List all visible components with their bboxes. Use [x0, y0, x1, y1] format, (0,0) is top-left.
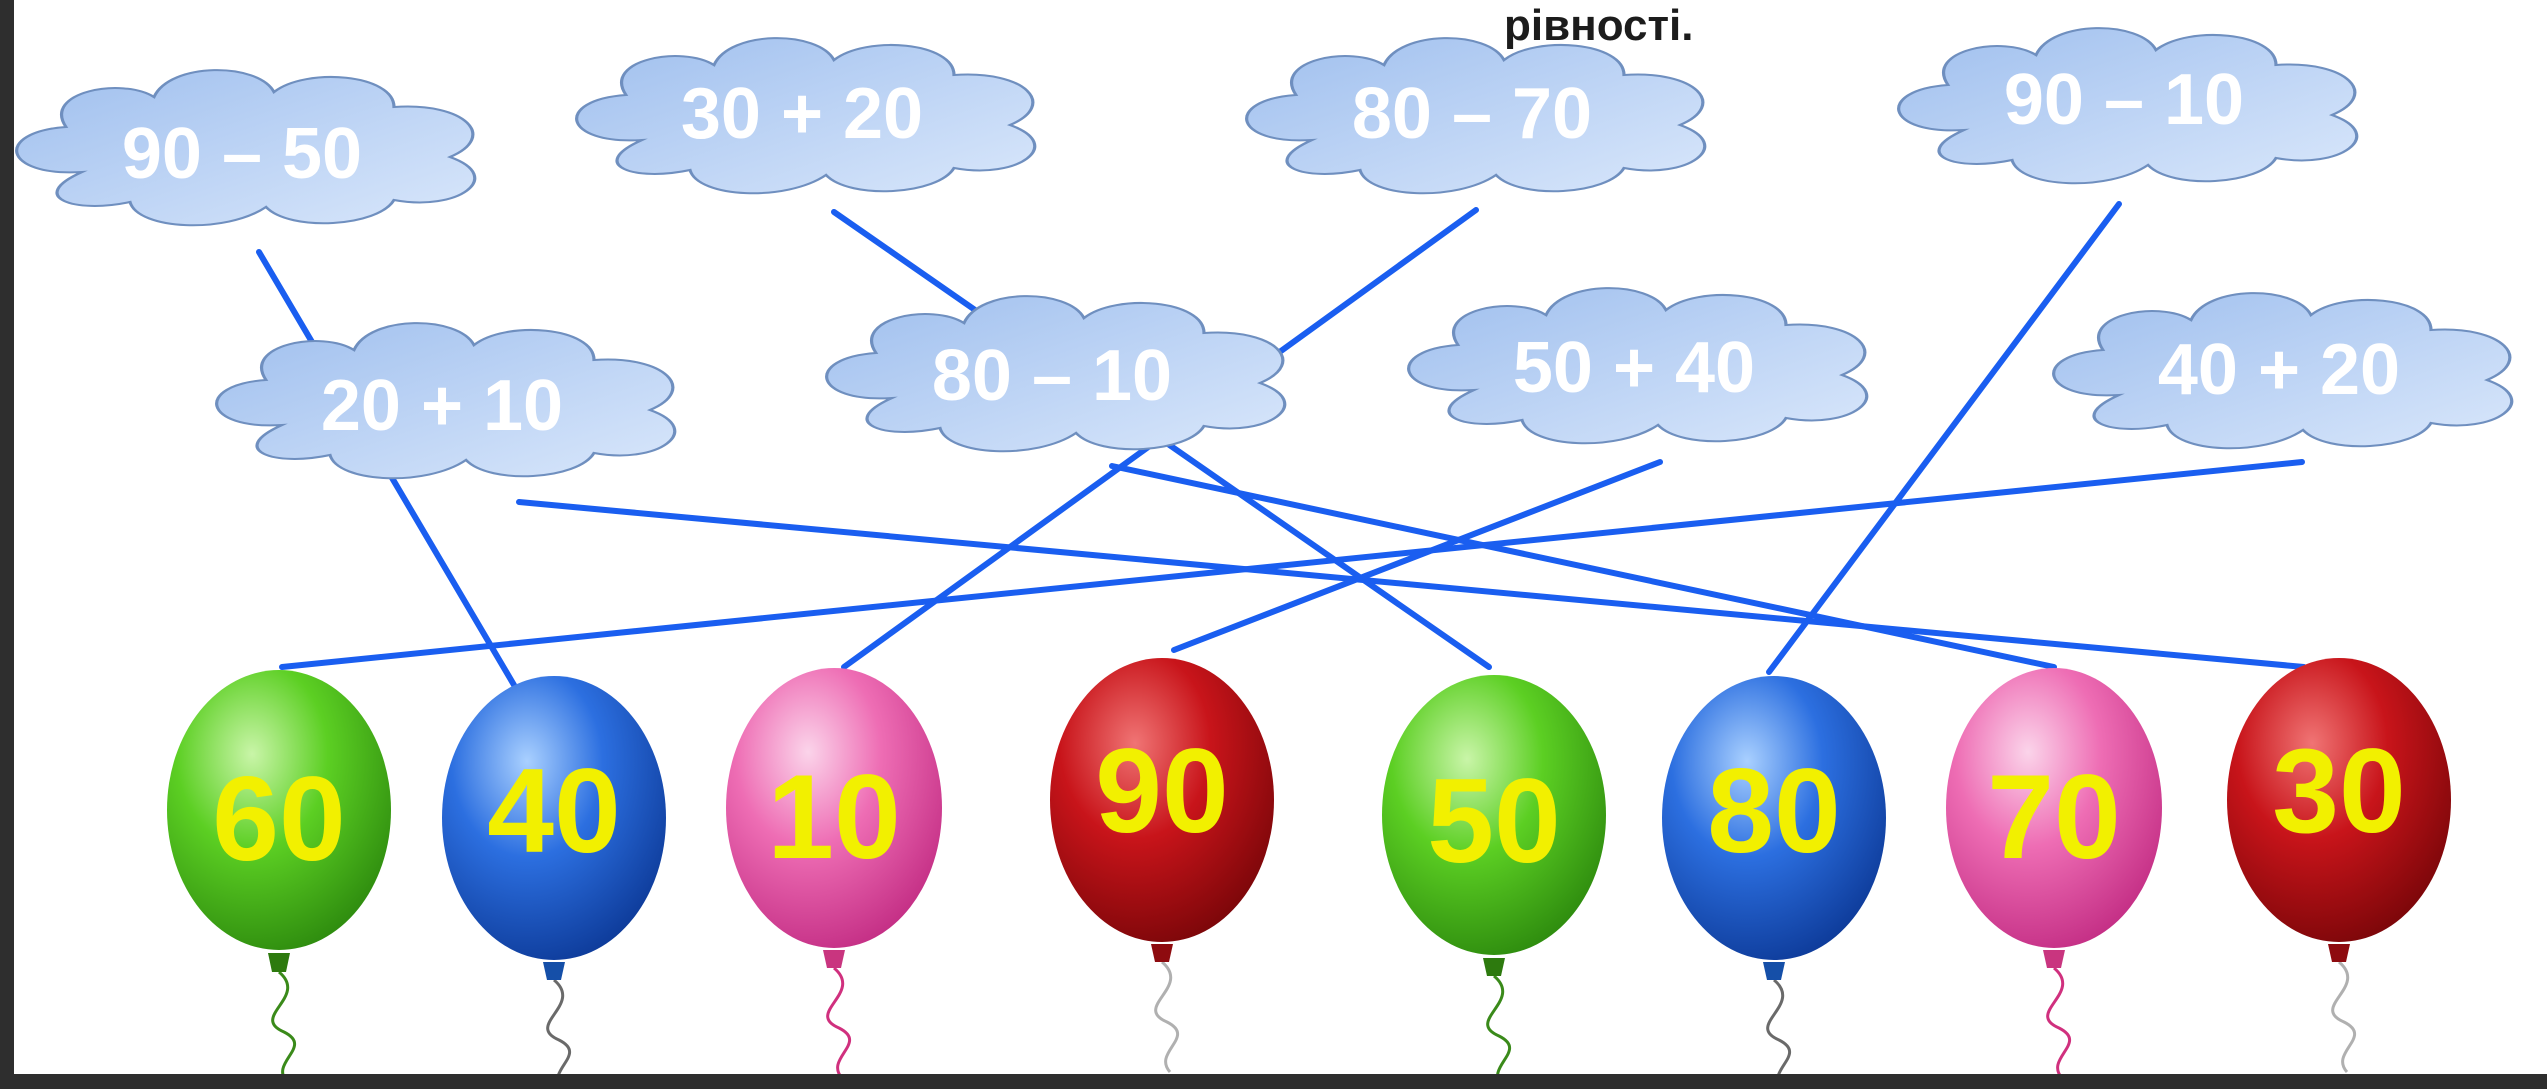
balloon-string-6: [1766, 978, 1792, 1074]
connection-line-4: [1766, 201, 2122, 675]
balloon-string-4: [1154, 960, 1180, 1074]
balloon-10[interactable]: 10: [726, 668, 942, 968]
window-frame-left: [0, 0, 14, 1089]
cloud-expression-5-label: 20 + 10: [321, 366, 563, 446]
connection-line-7: [1171, 459, 1663, 653]
balloon-70[interactable]: 70: [1946, 668, 2162, 968]
balloon-50[interactable]: 50: [1382, 675, 1606, 976]
connection-line-8: [279, 459, 2305, 670]
cloud-expression-8-label: 40 + 20: [2158, 330, 2400, 410]
slide: рівності. 90 – 50 30 + 20 80 – 70 90 – 1…: [14, 0, 2547, 1074]
balloon-90-label: 90: [1095, 724, 1228, 858]
balloon-30[interactable]: 30: [2227, 658, 2451, 962]
balloon-40[interactable]: 40: [442, 676, 666, 980]
cloud-expression-6-label: 80 – 10: [932, 336, 1172, 416]
cloud-expression-7-label: 50 + 40: [1513, 328, 1755, 408]
connection-line-5: [516, 499, 2307, 670]
cloud-expression-3-label: 80 – 70: [1352, 74, 1592, 154]
balloon-60[interactable]: 60: [167, 670, 391, 972]
balloon-strings: [271, 960, 2357, 1074]
balloon-70-label: 70: [1987, 750, 2120, 884]
balloon-50-label: 50: [1427, 754, 1560, 888]
cloud-expression-2-label: 30 + 20: [681, 74, 923, 154]
balloon-10-label: 10: [767, 750, 900, 884]
instruction-heading: рівності.: [1504, 1, 1694, 50]
balloon-30-label: 30: [2272, 724, 2405, 858]
balloons: 60 40 10 90 50: [167, 658, 2451, 980]
balloon-string-5: [1486, 974, 1512, 1074]
balloon-80[interactable]: 80: [1662, 676, 1886, 980]
cloud-expression-1-label: 90 – 50: [122, 114, 362, 194]
matching-exercise: рівності. 90 – 50 30 + 20 80 – 70 90 – 1…: [15, 1, 2514, 1074]
balloon-string-7: [2046, 966, 2072, 1074]
balloon-string-3: [826, 966, 852, 1074]
balloon-80-label: 80: [1707, 744, 1840, 878]
cloud-expression-4-label: 90 – 10: [2004, 60, 2244, 140]
balloon-60-label: 60: [212, 752, 345, 886]
balloon-string-1: [271, 970, 297, 1074]
balloon-40-label: 40: [487, 744, 620, 878]
balloon-string-8: [2331, 960, 2357, 1074]
balloon-string-2: [546, 978, 572, 1074]
connection-line-6: [1109, 463, 2057, 670]
window-frame-bottom: [0, 1074, 2547, 1089]
balloon-90[interactable]: 90: [1050, 658, 1274, 962]
